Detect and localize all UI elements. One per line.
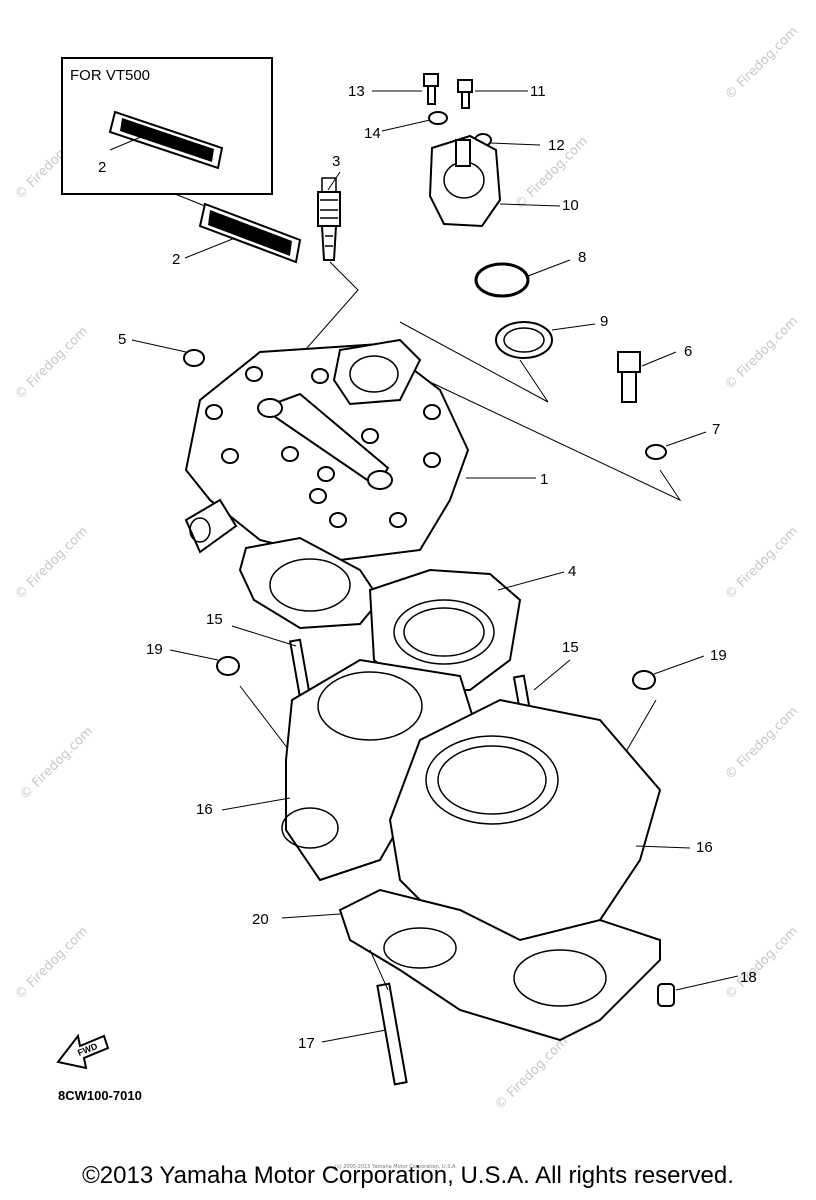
forward-arrow-icon: FWD [56,1033,110,1070]
watermark: © Firedog.com [12,324,91,403]
watermark: © Firedog.com [722,524,801,603]
callout-9: 9 [600,313,608,330]
temperature-sensor [617,351,641,403]
callout-2: 2 [172,251,180,268]
callout-15-left: 15 [206,611,223,628]
nut-5 [183,349,205,367]
nut-19-left [216,656,240,676]
watermark: © Firedog.com [722,924,801,1003]
decal-print [208,210,292,256]
callout-14: 14 [364,125,381,142]
stud-17 [376,982,408,1086]
watermark: © Firedog.com [492,1034,571,1113]
callout-19-left: 19 [146,641,163,658]
callout-5: 5 [118,331,126,348]
callout-11: 11 [530,83,546,100]
thermostat-cover [428,134,502,228]
washer-14 [428,111,448,125]
callout-4: 4 [568,563,576,580]
callout-6: 6 [684,343,692,360]
small-credit: (c) 2005-2015 Yamaha Motor Corporation, … [335,1164,457,1170]
callout-7: 7 [712,421,720,438]
washer-7 [645,444,667,460]
callout-10: 10 [562,197,579,214]
watermark: © Firedog.com [17,724,96,803]
watermark: © Firedog.com [12,524,91,603]
dowel-18 [657,983,675,1007]
callout-1: 1 [540,471,548,488]
callout-19-right: 19 [710,647,727,664]
watermark: © Firedog.com [722,314,801,393]
decal-inset-print [120,118,214,162]
callout-12: 12 [548,137,565,154]
inset-title: FOR VT500 [70,67,150,84]
nut-19-right [632,670,656,690]
cylinder-head [184,338,470,562]
inset-box: FOR VT500 [61,57,273,195]
watermark: © Firedog.com [12,924,91,1003]
copyright-notice: ©2013 Yamaha Motor Corporation, U.S.A. A… [82,1162,734,1189]
callout-15-right: 15 [562,639,579,656]
watermark: © Firedog.com [722,24,801,103]
callout-3: 3 [332,153,340,170]
spark-plug [317,177,341,261]
callout-2-inset: 2 [98,159,106,176]
cylinder-block-right [388,698,662,952]
callout-16-right: 16 [696,839,713,856]
o-ring-8 [474,262,530,298]
callout-13: 13 [348,83,365,100]
part-code: 8CW100-7010 [58,1088,142,1103]
watermark: © Firedog.com [722,704,801,783]
callout-16-left: 16 [196,801,213,818]
callout-20: 20 [252,911,269,928]
base-gasket [338,888,661,1042]
callout-17: 17 [298,1035,315,1052]
bolt-11 [457,79,473,109]
callout-8: 8 [578,249,586,266]
bolt-13 [423,73,439,105]
callouts: 1 2 2 3 4 5 6 7 8 9 10 11 12 13 14 15 15… [98,83,757,1052]
callout-18: 18 [740,969,757,986]
